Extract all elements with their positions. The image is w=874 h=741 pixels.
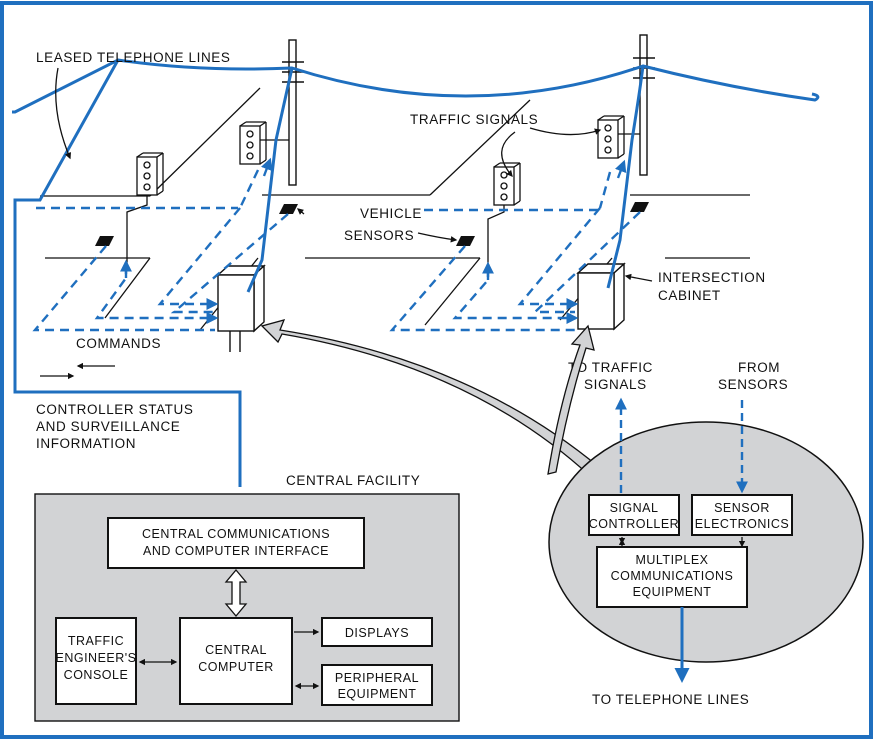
cabinet-detail-bubble: SIGNAL CONTROLLER SENSOR ELECTRONICS MUL…: [548, 397, 864, 683]
displays-box: [321, 617, 433, 647]
traffic-signal-heads: [126, 115, 640, 268]
signal-head-3: [487, 162, 521, 268]
signal-head-1: [126, 152, 164, 265]
comm-interface-label-2: AND COMPUTER INTERFACE: [143, 544, 329, 558]
central-computer-label-1: CENTRAL: [205, 643, 267, 657]
multiplex-box: [596, 546, 748, 608]
to-traffic-signals-label-2: SIGNALS: [584, 377, 647, 392]
detail-callout-arrow-2: [547, 324, 595, 475]
loop-wiring: [32, 169, 641, 332]
drop-right: [606, 65, 645, 289]
commands-label: COMMANDS: [76, 336, 161, 351]
pole-right: [639, 34, 648, 176]
multiplex-label-2: COMMUNICATIONS: [611, 569, 734, 583]
cabinet-right: [576, 262, 626, 331]
controller-status-label-2: AND SURVEILLANCE: [36, 419, 180, 434]
multiplex-label-1: MULTIPLEX: [635, 553, 708, 567]
from-sensors-label-1: FROM: [738, 360, 780, 375]
vehicle-sensors-label-2: SENSORS: [344, 228, 414, 243]
engineer-console-box: [55, 617, 137, 705]
signal-head-2: [239, 121, 289, 165]
signal-controller-label-1: SIGNAL: [610, 501, 659, 515]
to-traffic-signals-label-1: TO TRAFFIC: [568, 360, 653, 375]
comm-interface-label-1: CENTRAL COMMUNICATIONS: [142, 527, 330, 541]
peripheral-label-1: PERIPHERAL: [335, 671, 419, 685]
signal-controller-label-2: CONTROLLER: [589, 517, 679, 531]
label-pointers: [40, 67, 653, 380]
scene-labels: LEASED TELEPHONE LINES TRAFFIC SIGNALS V…: [36, 50, 788, 707]
sensor-pad-1: [95, 236, 114, 246]
sensor-electronics-box: [691, 494, 793, 536]
central-computer-label-2: COMPUTER: [198, 660, 274, 674]
displays-label: DISPLAYS: [345, 626, 409, 640]
sensor-electronics-label-1: SENSOR: [714, 501, 770, 515]
traffic-signals-label: TRAFFIC SIGNALS: [410, 112, 538, 127]
engineer-console-label-3: CONSOLE: [64, 668, 129, 682]
utility-poles: [282, 34, 655, 186]
vehicle-sensors-label-1: VEHICLE: [360, 206, 422, 221]
peripheral-box: [321, 664, 433, 706]
sensor-electronics-label-2: ELECTRONICS: [695, 517, 789, 531]
sensor-pad-3: [456, 236, 475, 246]
cabinet-left: [216, 264, 266, 352]
detail-callout-arrow: [260, 319, 602, 477]
multiplex-label-3: EQUIPMENT: [633, 585, 712, 599]
line-to-facility: [13, 59, 242, 487]
sensor-pad-2: [279, 204, 298, 214]
comm-interface-box: [107, 517, 365, 569]
intersection-cabinet-label-1: INTERSECTION: [658, 270, 766, 285]
from-sensors-label-2: SENSORS: [718, 377, 788, 392]
pole-left: [288, 39, 297, 186]
central-computer-box: [179, 617, 293, 705]
to-telephone-lines-label: TO TELEPHONE LINES: [592, 692, 749, 707]
overhead-wire: [12, 58, 820, 114]
controller-status-label-3: INFORMATION: [36, 436, 136, 451]
engineer-console-label-1: TRAFFIC: [68, 634, 124, 648]
signal-controller-box: [588, 494, 680, 536]
comm-computer-link: [224, 568, 248, 618]
vehicle-sensor-pads: [95, 202, 649, 246]
central-facility: CENTRAL FACILITY CENTRAL COMMUNICATIONS …: [34, 473, 460, 722]
peripheral-label-2: EQUIPMENT: [338, 687, 417, 701]
drop-left: [246, 67, 294, 293]
sensor-pad-4: [630, 202, 649, 212]
controller-status-label-1: CONTROLLER STATUS: [36, 402, 193, 417]
intersection-cabinet-label-2: CABINET: [658, 288, 721, 303]
telephone-lines: [12, 58, 820, 487]
loop-arrows: [120, 157, 627, 324]
signal-head-4: [597, 115, 640, 159]
engineer-console-label-2: ENGINEER'S: [55, 651, 136, 665]
leased-lines-label: LEASED TELEPHONE LINES: [36, 50, 231, 65]
central-facility-title: CENTRAL FACILITY: [286, 473, 420, 488]
